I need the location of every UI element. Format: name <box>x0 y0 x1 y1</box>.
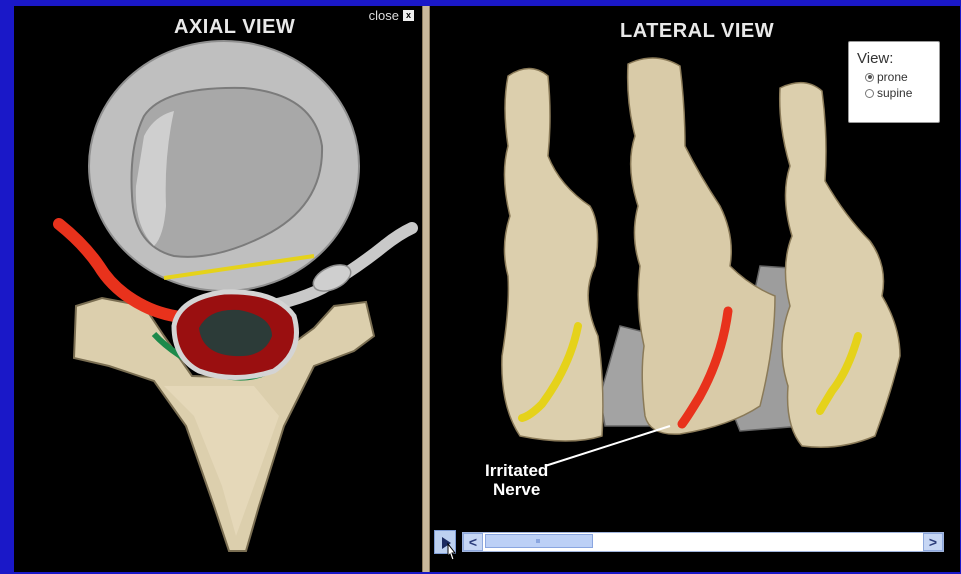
scroll-left-button[interactable]: < <box>463 533 483 551</box>
callout-line-2: Nerve <box>485 480 548 499</box>
lateral-panel: LATERAL VIEW View: prone supine Irritate… <box>430 6 960 572</box>
animation-scrubber: < > <box>434 530 942 554</box>
callout-line-1: Irritated <box>485 461 548 480</box>
close-label: close <box>369 8 399 23</box>
vertebra-right <box>780 83 900 448</box>
prone-radio-icon[interactable] <box>865 73 874 82</box>
mouse-cursor-icon <box>444 542 458 562</box>
scrub-thumb[interactable] <box>485 534 593 548</box>
axial-view-title: AXIAL VIEW <box>174 16 295 39</box>
prone-label: prone <box>877 70 908 84</box>
close-button[interactable]: close x <box>369 8 414 23</box>
supine-radio-icon[interactable] <box>865 89 874 98</box>
close-icon: x <box>403 10 414 21</box>
view-label: View: <box>857 50 931 67</box>
panel-divider[interactable] <box>422 6 430 572</box>
supine-label: supine <box>877 86 912 100</box>
lateral-view-title: LATERAL VIEW <box>620 20 774 43</box>
view-options-panel: View: prone supine <box>848 41 940 123</box>
axial-illustration <box>14 6 422 572</box>
axial-panel: AXIAL VIEW close x <box>14 6 422 572</box>
scrub-track[interactable]: < > <box>462 532 944 552</box>
option-supine[interactable]: supine <box>865 86 931 100</box>
vertebra-middle <box>628 58 775 434</box>
irritated-nerve-callout: Irritated Nerve <box>485 461 548 499</box>
scroll-right-button[interactable]: > <box>923 533 943 551</box>
option-prone[interactable]: prone <box>865 70 931 84</box>
